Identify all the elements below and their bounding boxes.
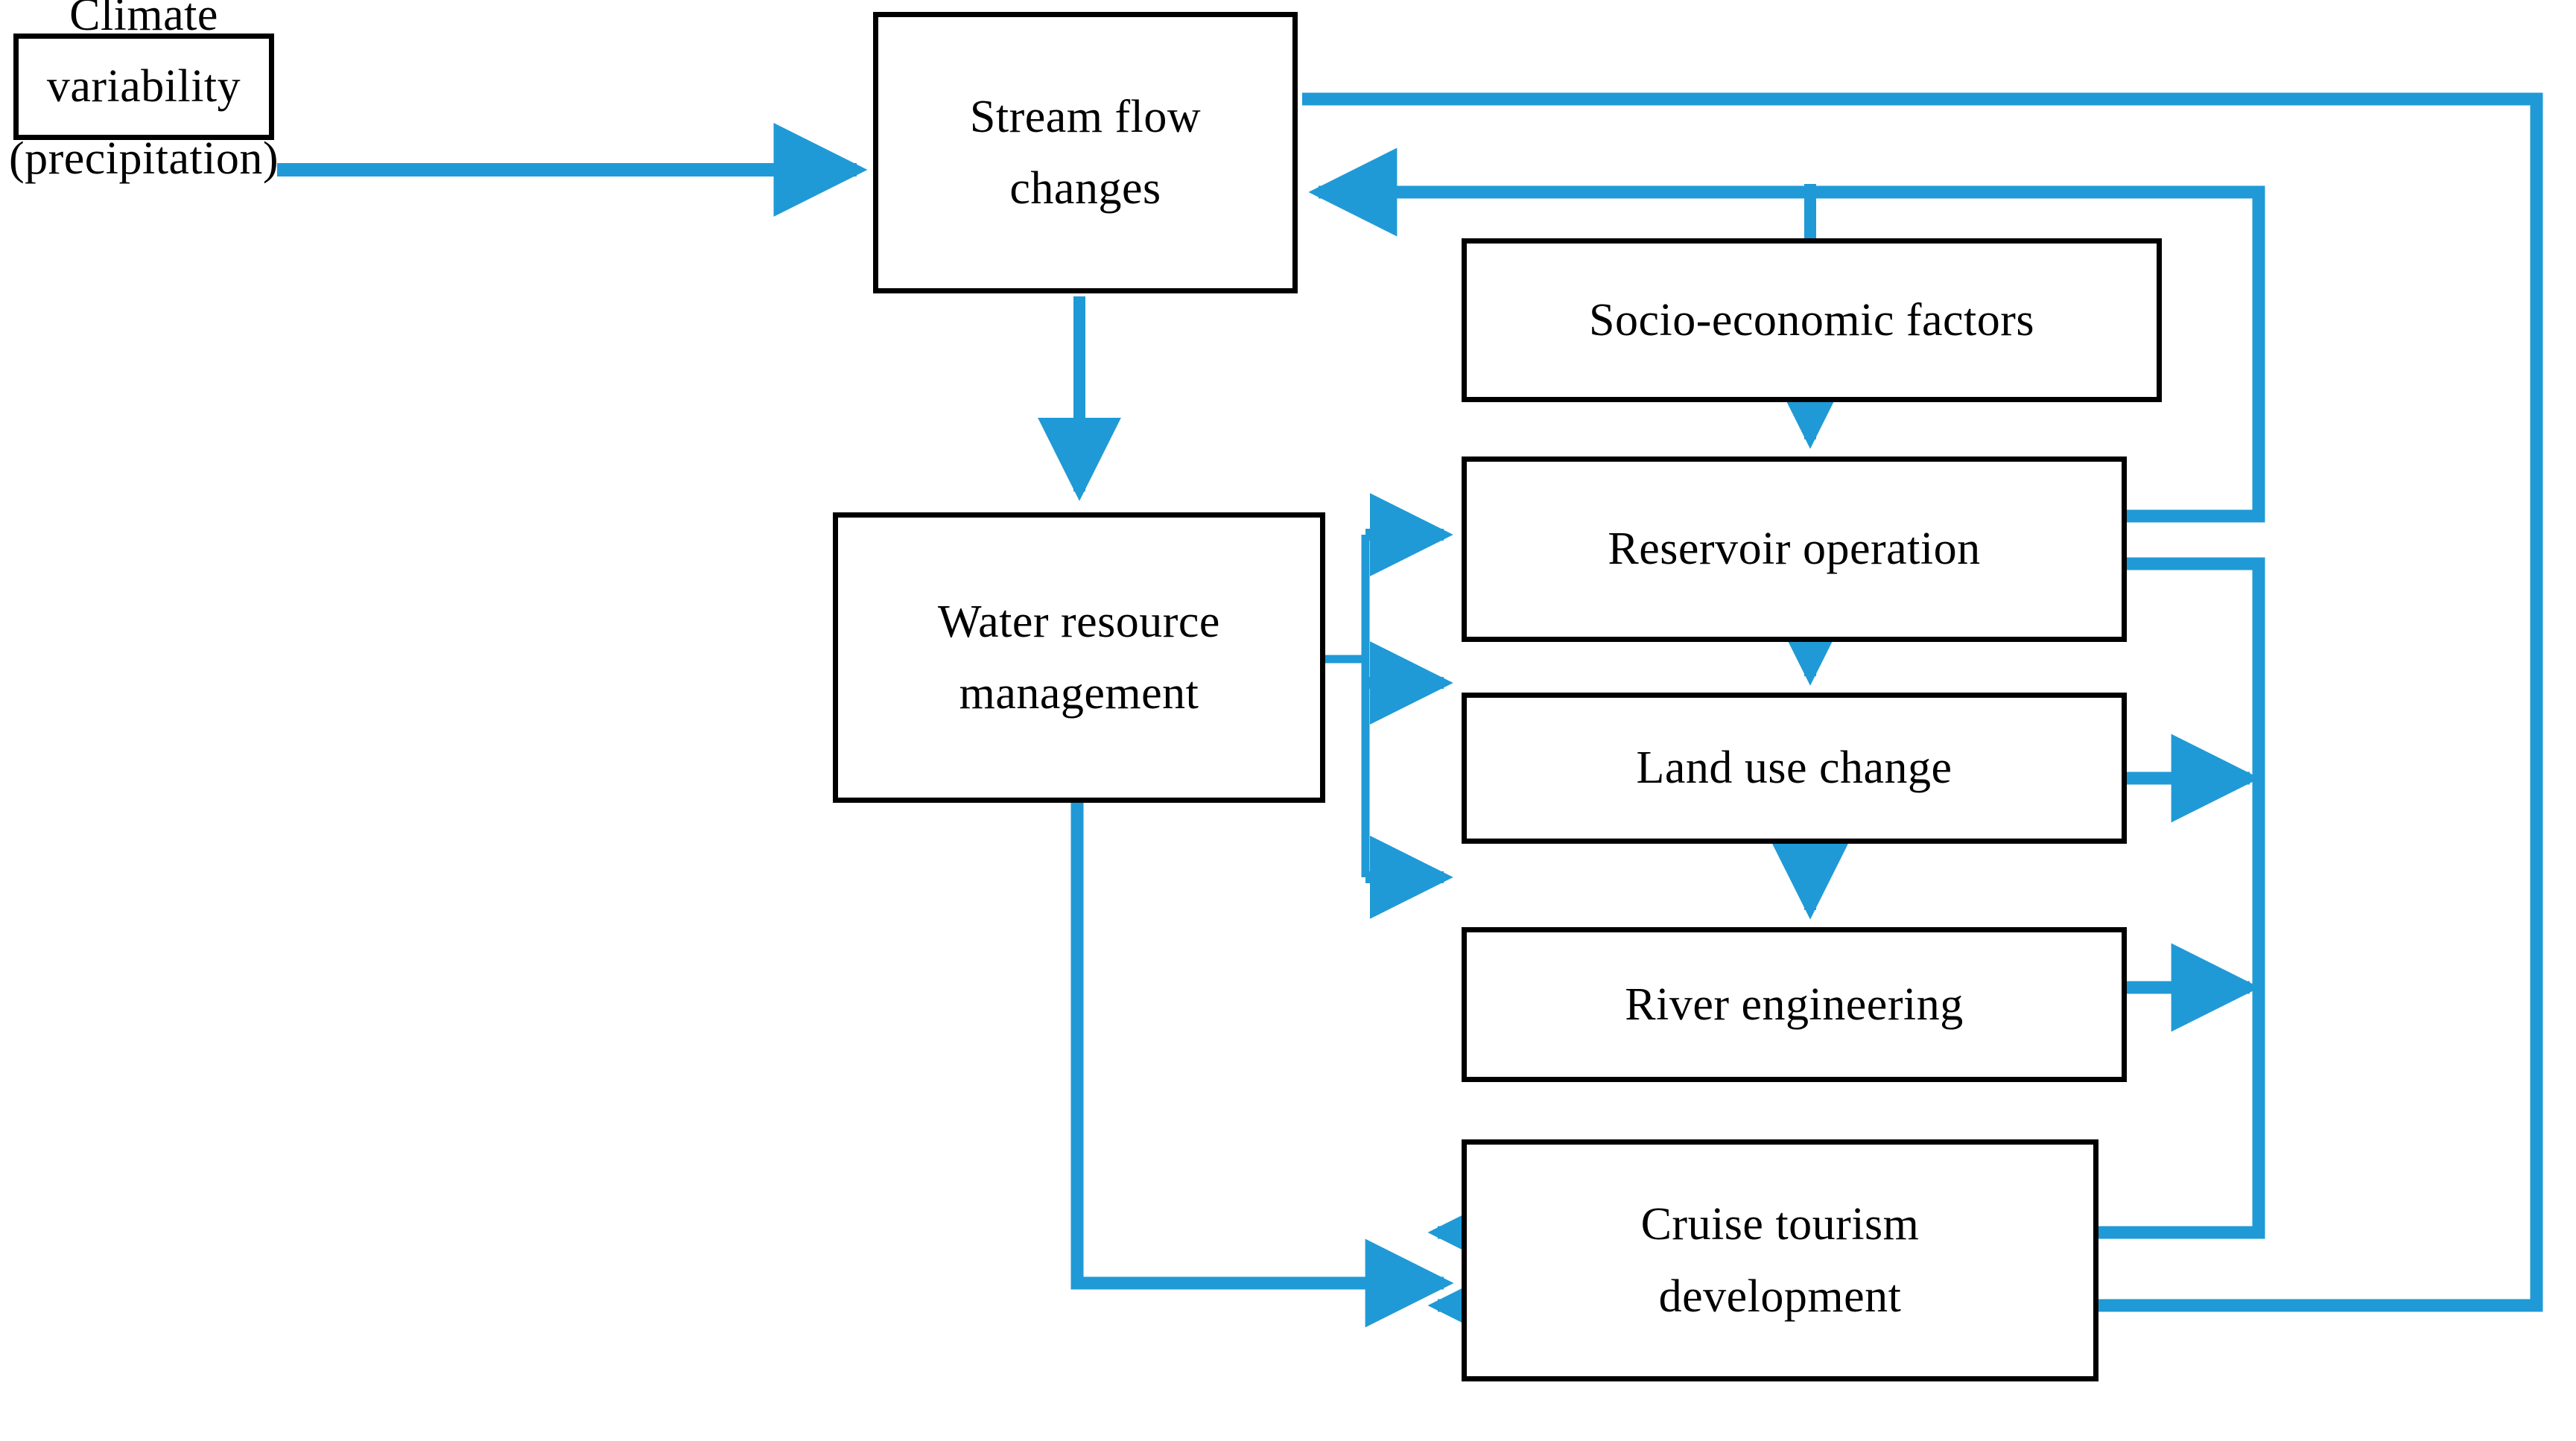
node-climate-variability[interactable]: Climate variability (precipitation) (9, 0, 279, 184)
node-reservoir-operation[interactable]: Reservoir operation (1462, 457, 2127, 642)
node-label-line1: Water resource (938, 596, 1220, 647)
node-label-line1: Stream flow (969, 91, 1202, 142)
edge-waterresource-branch-trunk (1325, 535, 1370, 877)
edge-reservoir-to-cruise (1427, 557, 2265, 1277)
node-label-line2: changes (1009, 163, 1161, 214)
node-stream-flow-changes[interactable]: Stream flow changes (873, 12, 1298, 293)
node-cruise-tourism-development[interactable]: Cruise tourism development (1462, 1139, 2098, 1381)
node-label-line1: River engineering (1625, 979, 1964, 1030)
node-label-line1: Land use change (1636, 742, 1952, 794)
edge-reservoir-to-streamflow-feedback (1308, 147, 2265, 523)
edge-waterresource-to-cruise (1070, 803, 1454, 1328)
node-label-line2: development (1658, 1270, 1902, 1322)
node-label-line1: Cruise tourism (1640, 1199, 1920, 1250)
node-label-line1: Reservoir operation (1608, 524, 1981, 575)
node-river-engineering[interactable]: River engineering (1462, 927, 2127, 1082)
node-socio-economic-factors[interactable]: Socio-economic factors (1462, 238, 2162, 402)
node-label-line2: management (959, 668, 1199, 719)
node-water-resource-management[interactable]: Water resource management (833, 512, 1325, 803)
node-label-line1: Climate variability (46, 0, 241, 112)
node-label-line1: Socio-economic factors (1588, 294, 2035, 346)
node-label-line2: (precipitation) (8, 133, 279, 184)
node-land-use-change[interactable]: Land use change (1462, 693, 2127, 844)
